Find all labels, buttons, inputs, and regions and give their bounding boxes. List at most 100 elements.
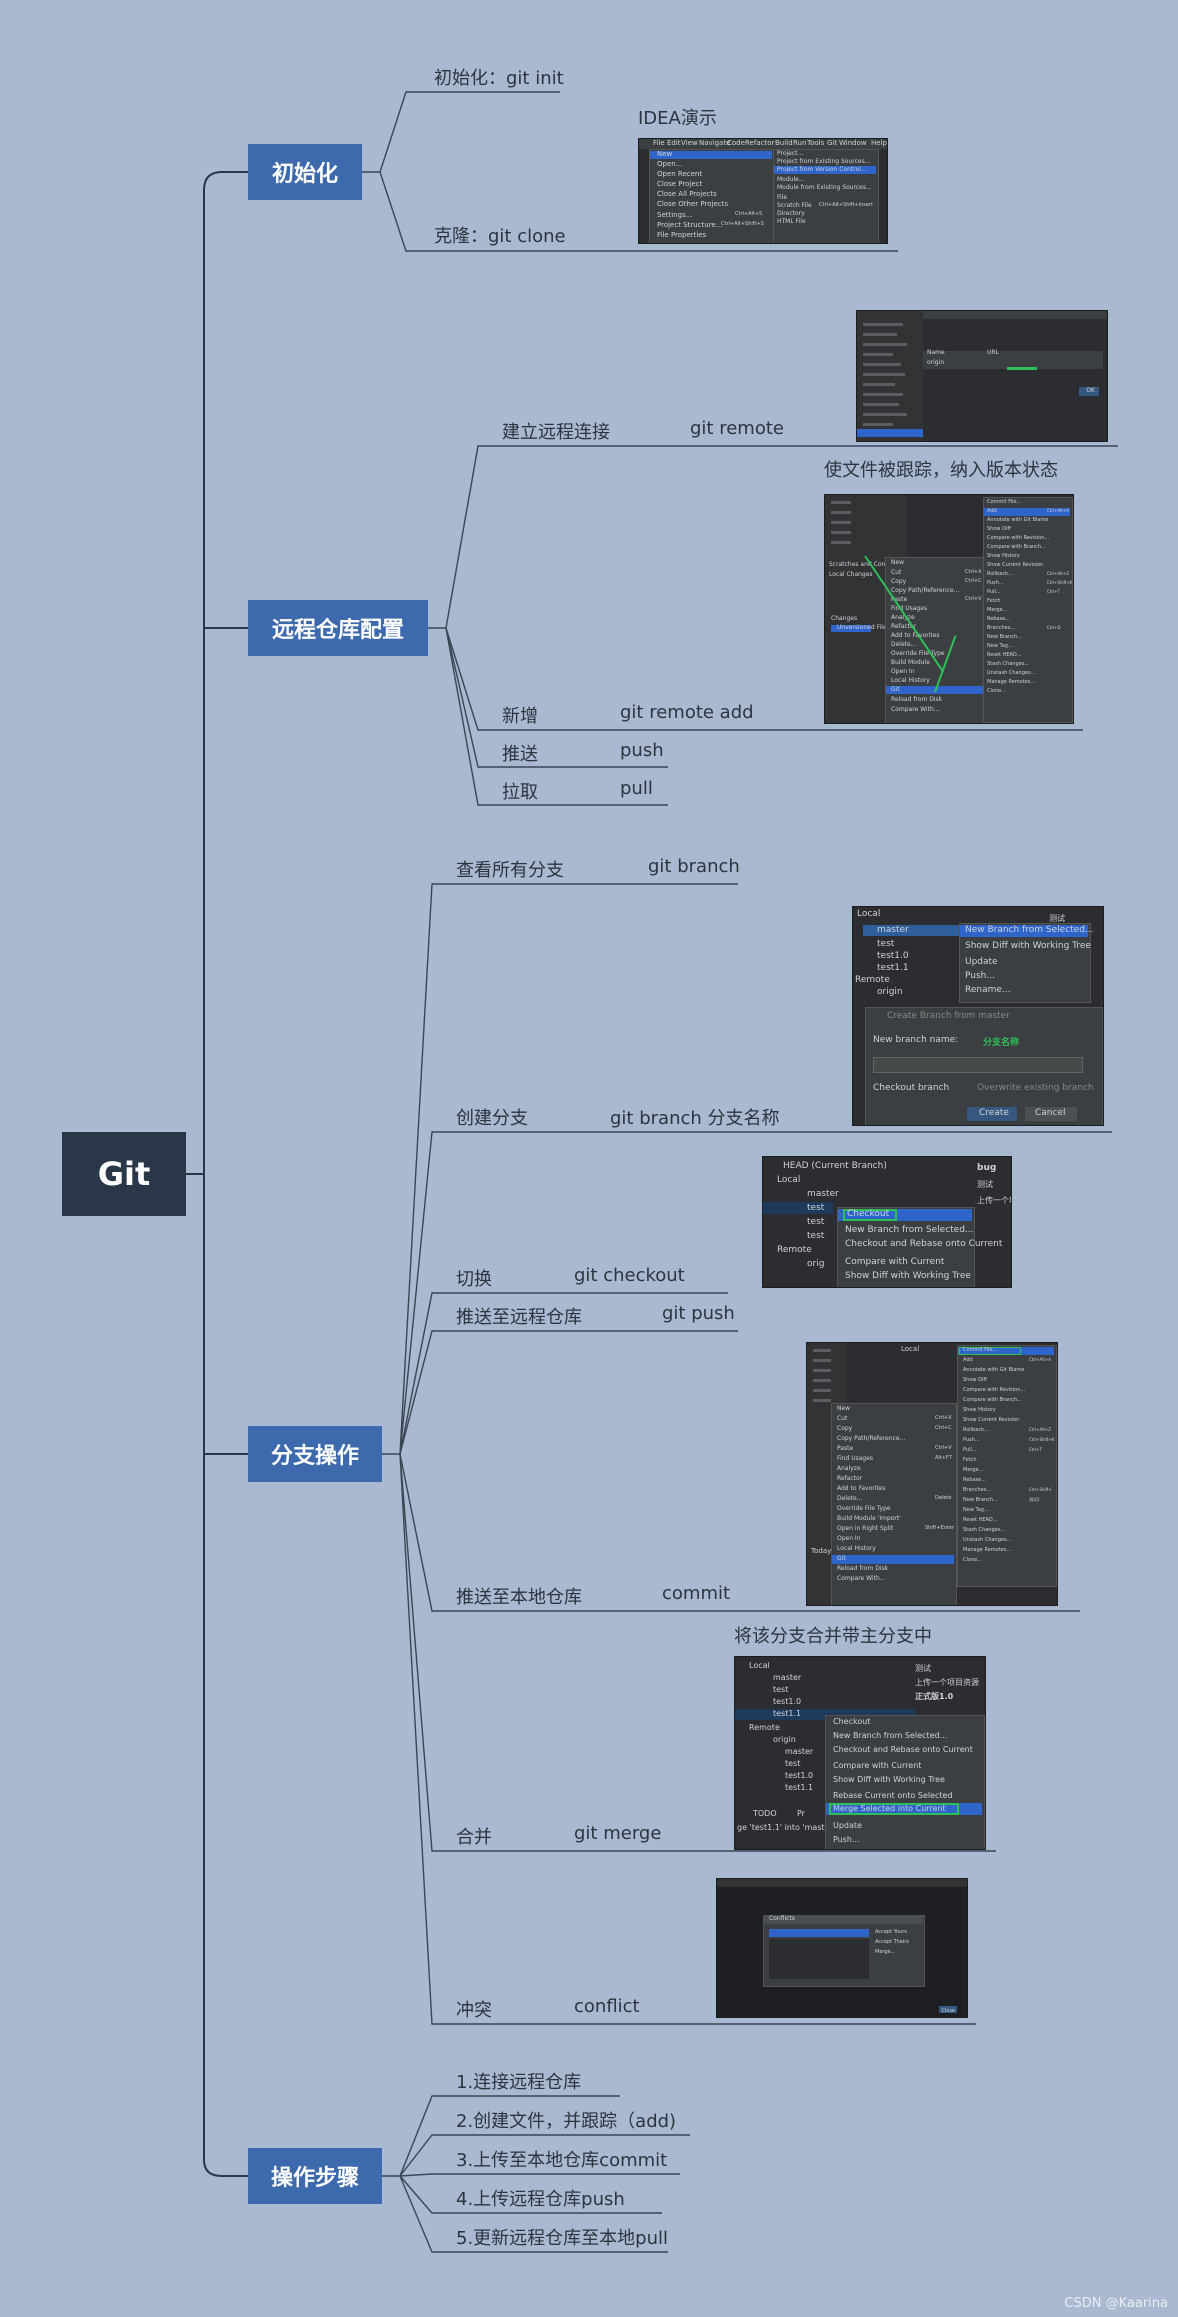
tree-remote: Remote xyxy=(855,975,890,985)
leaf-merge[interactable]: 合并 xyxy=(456,1827,492,1848)
tree-scratches: Local Changes xyxy=(829,571,873,578)
leaf-conflict-cmd[interactable]: conflict xyxy=(574,1996,640,2017)
leaf-push-local[interactable]: 推送至本地仓库 xyxy=(456,1587,582,1608)
git-show-diff: Show Diff xyxy=(963,1377,987,1383)
step-1[interactable]: 1.连接远程仓库 xyxy=(456,2072,582,2093)
leaf-init[interactable]: 初始化：git init xyxy=(434,68,564,89)
leaf-remote-pull-cmd[interactable]: pull xyxy=(620,778,653,799)
menu-item-file-properties: File Properties xyxy=(657,231,707,239)
shortcut-scratch: Ctrl+Alt+Shift+Insert xyxy=(819,202,873,208)
leaf-remote-add[interactable]: 新增 xyxy=(502,706,538,727)
commit-upload: 上传一个项目 xyxy=(977,1196,1011,1205)
leaf-create-branch[interactable]: 创建分支 xyxy=(456,1108,528,1129)
shortcut-pull: Ctrl+T xyxy=(1047,589,1060,594)
ctx-checkout-rebase: Checkout and Rebase onto Current xyxy=(845,1239,1003,1249)
ctx-delete: Delete... xyxy=(837,1495,863,1502)
leaf-conflict[interactable]: 冲突 xyxy=(456,2000,492,2021)
menu-navigate: Navigate xyxy=(699,139,731,147)
leaf-remote-push[interactable]: 推送 xyxy=(502,744,538,765)
git-push: Push... xyxy=(963,1437,980,1443)
leaf-list-branches[interactable]: 查看所有分支 xyxy=(456,860,564,881)
remotes-origin: origin xyxy=(927,359,945,366)
git-current-revision: Show Current Revision xyxy=(987,562,1044,568)
leaf-switch-cmd[interactable]: git checkout xyxy=(574,1265,685,1286)
step-2[interactable]: 2.创建文件，并跟踪（add) xyxy=(456,2111,677,2132)
ctx-show-diff: Show Diff with Working Tree xyxy=(965,941,1091,951)
git-reset-head: Reset HEAD... xyxy=(963,1517,998,1523)
step-4[interactable]: 4.上传远程仓库push xyxy=(456,2189,625,2210)
merge-screenshot: Local master test test1.0 test1.1 Remote… xyxy=(734,1656,986,1850)
menu-refactor: Refactor xyxy=(745,139,775,147)
ctx-new-branch: New Branch from Selected... xyxy=(845,1225,974,1235)
leaf-merge-cmd[interactable]: git merge xyxy=(574,1823,662,1844)
git-show-diff: Show Diff xyxy=(987,526,1011,532)
shortcut-settings: Ctrl+Alt+S xyxy=(735,211,763,217)
branch-remote-config[interactable]: 远程仓库配置 xyxy=(248,600,428,656)
ctx-local-history: Local History xyxy=(837,1545,876,1552)
commit-test: 测试 xyxy=(915,1664,931,1673)
menu-help: Help xyxy=(871,139,887,147)
shortcut-copy: Ctrl+C xyxy=(935,1425,952,1431)
watermark: CSDN @Kaarina xyxy=(1064,2296,1168,2311)
ctx-compare-current: Compare with Current xyxy=(845,1257,945,1267)
ctx-override-type: Override File Type xyxy=(837,1505,891,1512)
submenu-module: Module... xyxy=(777,176,805,183)
leaf-list-branches-cmd[interactable]: git branch xyxy=(648,856,740,877)
branch-init[interactable]: 初始化 xyxy=(248,144,362,200)
changes-node: Unversioned Files xyxy=(837,624,890,631)
leaf-remote-pull[interactable]: 拉取 xyxy=(502,782,538,803)
tree-origin-test: test xyxy=(785,1759,801,1768)
step-3[interactable]: 3.上传至本地仓库commit xyxy=(456,2150,668,2171)
ctx-checkout: Checkout xyxy=(833,1717,871,1726)
remotes-ok: OK xyxy=(1086,387,1095,394)
git-manage-remotes: Manage Remotes... xyxy=(987,679,1036,685)
tree-master: master xyxy=(807,1189,839,1199)
tree-origin: origin xyxy=(773,1735,796,1744)
leaf-switch[interactable]: 切换 xyxy=(456,1269,492,1290)
tree-test-3: test xyxy=(807,1231,825,1241)
dialog-branch-name-value: 分支名称 xyxy=(983,1038,1020,1048)
ctx-show-diff: Show Diff with Working Tree xyxy=(833,1775,945,1784)
step-5[interactable]: 5.更新远程仓库至本地pull xyxy=(456,2228,669,2249)
leaf-push-local-cmd[interactable]: commit xyxy=(662,1583,731,1604)
git-unstash: Unstash Changes... xyxy=(963,1537,1012,1543)
leaf-remote-connect[interactable]: 建立远程连接 xyxy=(502,422,610,443)
shortcut-terminal: 测试2 xyxy=(1029,1497,1040,1502)
leaf-push-remote-cmd[interactable]: git push xyxy=(662,1303,735,1324)
shortcut-branches: Ctrl+D xyxy=(1047,625,1061,630)
branch-label: 操作步骤 xyxy=(270,2166,359,2191)
leaf-remote-push-cmd[interactable]: push xyxy=(620,740,664,761)
git-add: Add xyxy=(963,1357,973,1363)
git-compare-revision: Compare with Revision... xyxy=(963,1387,1026,1393)
dialog-overwrite: Overwrite existing branch xyxy=(977,1083,1094,1093)
git-clone: Clone... xyxy=(987,688,1006,694)
submenu-existing-sources: Project from Existing Sources... xyxy=(777,158,871,165)
leaf-clone[interactable]: 克隆：git clone xyxy=(434,226,566,247)
leaf-create-branch-cmd[interactable]: git branch 分支名称 xyxy=(610,1108,780,1129)
branch-label: 分支操作 xyxy=(270,1444,359,1469)
git-reset-head: Reset HEAD... xyxy=(987,652,1022,658)
ctx-copy: Copy xyxy=(891,578,907,585)
ctx-copy: Copy xyxy=(837,1425,853,1432)
git-new-tag: New Tag... xyxy=(987,643,1013,649)
branch-branch-ops[interactable]: 分支操作 xyxy=(248,1426,382,1482)
branch-steps[interactable]: 操作步骤 xyxy=(248,2148,382,2204)
root-node[interactable]: Git xyxy=(62,1132,186,1216)
tree-remote: Remote xyxy=(777,1245,812,1255)
git-add: Add xyxy=(987,508,997,514)
git-fetch: Fetch xyxy=(963,1457,977,1463)
tree-origin-master: master xyxy=(785,1747,814,1756)
leaf-remote-add-cmd[interactable]: git remote add xyxy=(620,702,754,723)
ctx-favorites: Add to Favorites xyxy=(891,632,940,639)
leaf-push-remote[interactable]: 推送至远程仓库 xyxy=(456,1307,582,1328)
tree-remote: Remote xyxy=(749,1723,780,1732)
menu-item-close-all: Close All Projects xyxy=(657,190,717,198)
menu-item-open: Open... xyxy=(657,160,683,168)
leaf-remote-connect-cmd[interactable]: git remote xyxy=(690,418,784,439)
git-compare-revision: Compare with Revision... xyxy=(987,535,1050,541)
commit-upload: 上传一个项目资源 xyxy=(915,1678,979,1687)
ctx-merge-selected: Merge Selected into Current xyxy=(833,1804,946,1813)
git-commit-file: Commit File... xyxy=(987,499,1022,505)
git-unstash: Unstash Changes... xyxy=(987,670,1036,676)
